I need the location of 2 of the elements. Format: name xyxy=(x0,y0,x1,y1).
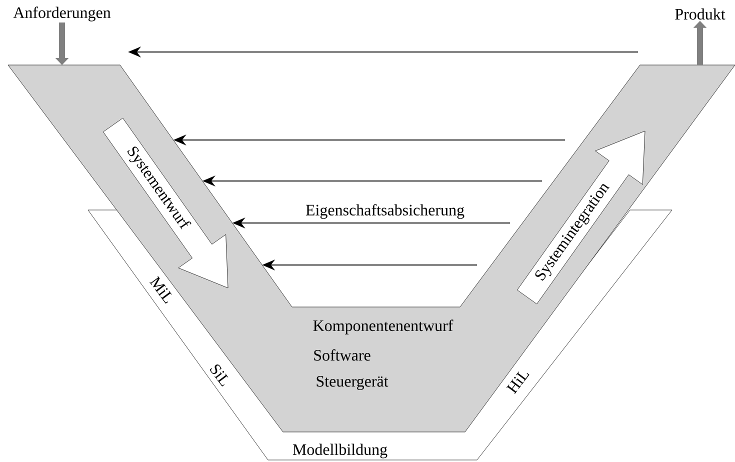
text-label: Produkt xyxy=(675,8,726,20)
text-label: Anforderungen xyxy=(13,6,111,22)
